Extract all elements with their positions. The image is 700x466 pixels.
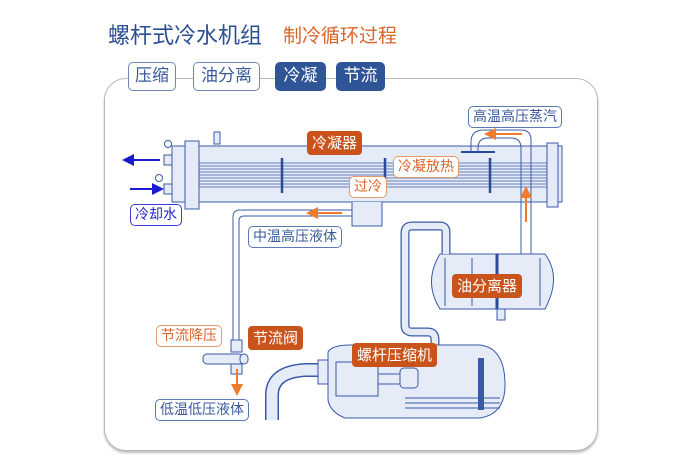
label-throttling: 节流降压 [156, 325, 222, 347]
tab-condensation[interactable]: 冷凝 [275, 62, 326, 91]
label-cooling-water: 冷却水 [130, 204, 182, 226]
tab-compression[interactable]: 压缩 [128, 62, 176, 91]
label-condensation-heat: 冷凝放热 [393, 156, 459, 178]
discharge-line [470, 128, 532, 255]
label-subcooling: 过冷 [349, 176, 387, 198]
tab-throttling[interactable]: 节流 [336, 62, 385, 91]
page-title: 螺杆式冷水机组 [108, 24, 263, 49]
label-low-temp-liquid: 低温低压液体 [155, 399, 249, 421]
cooling-water-ports [122, 140, 173, 195]
liquid-line [232, 202, 383, 340]
oil-separator-tag: 油分离器 [452, 274, 523, 298]
page-subtitle: 制冷循环过程 [283, 25, 398, 47]
compressor-tag: 螺杆压缩机 [352, 343, 438, 367]
condenser-shell [171, 131, 563, 210]
label-high-temp-vapor: 高温高压蒸汽 [468, 106, 562, 128]
expansion-valve-body [202, 339, 249, 396]
tab-oil-separation[interactable]: 油分离 [193, 62, 260, 91]
condenser-tag: 冷凝器 [307, 131, 363, 155]
expansion-valve-tag: 节流阀 [248, 326, 304, 350]
label-medium-temp-liquid: 中温高压液体 [248, 226, 342, 248]
